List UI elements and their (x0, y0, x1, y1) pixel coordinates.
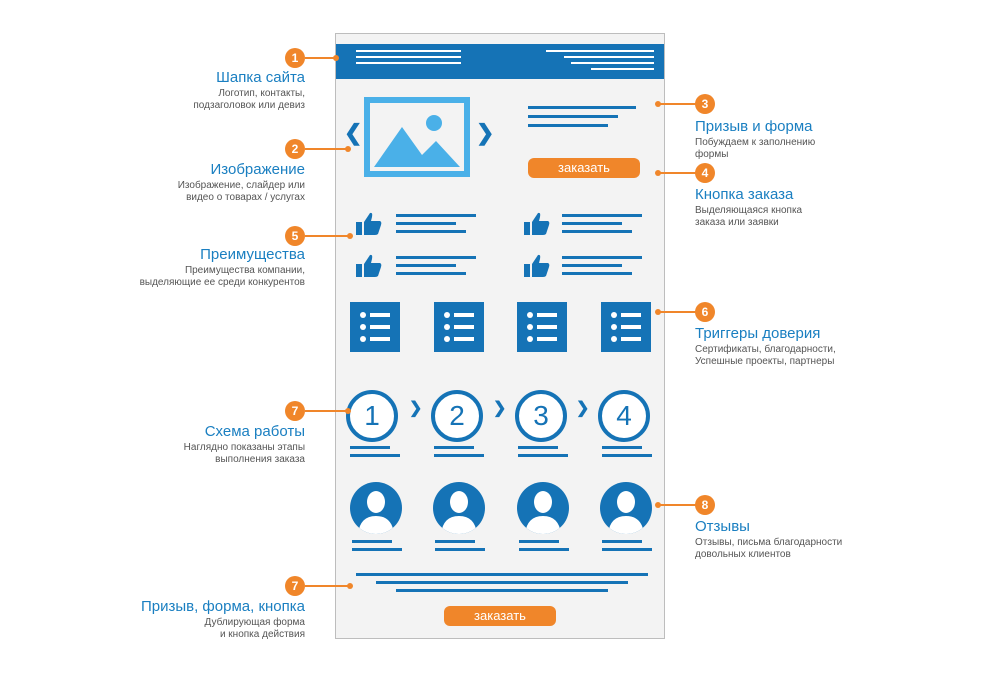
callout-badge-5: 5 (285, 226, 305, 246)
callout-desc: формы (695, 149, 729, 160)
callout-badge-4: 4 (695, 163, 715, 183)
callout-desc: Успешные проекты, партнеры (695, 356, 835, 367)
callout-badge-7-bottom: 7 (285, 576, 305, 596)
order-button-bottom[interactable]: заказать (444, 606, 556, 626)
callout-title-advantages: Преимущества (200, 246, 305, 263)
callout-desc: довольных клиентов (695, 549, 791, 560)
trust-document-icon (601, 302, 651, 352)
callout-desc: Наглядно показаны этапы (183, 442, 305, 453)
advantage-thumb-icon (524, 254, 550, 283)
callout-badge-1: 1 (285, 48, 305, 68)
callout-desc: и кнопка действия (219, 629, 305, 640)
callout-title-order: Кнопка заказа (695, 186, 794, 203)
callout-desc: Изображение, слайдер или (177, 180, 305, 191)
callout-desc: подзаголовок или девиз (193, 100, 305, 111)
callout-title-header: Шапка сайта (216, 69, 305, 86)
callout-title-cta: Призыв и форма (695, 118, 813, 135)
callout-desc: Дублирующая форма (204, 617, 305, 628)
callout-desc: Преимущества компании, (184, 265, 305, 276)
callout-title-reviews: Отзывы (695, 518, 750, 535)
callout-desc: выполнения заказа (215, 454, 305, 465)
callout-badge-3: 3 (695, 94, 715, 114)
callout-badge-7: 7 (285, 401, 305, 421)
slider-next-icon[interactable]: ❯ (476, 120, 495, 145)
reviewer-avatar (600, 482, 652, 534)
hero-image (364, 97, 470, 177)
wire-header (336, 44, 664, 79)
step-circle-3: 3 (515, 390, 567, 442)
trust-document-icon (434, 302, 484, 352)
callout-desc: Сертификаты, благодарности, (695, 344, 836, 355)
callout-title-image: Изображение (210, 161, 306, 178)
callout-desc: Побуждаем к заполнению (695, 137, 816, 148)
trust-document-icon (350, 302, 400, 352)
advantage-thumb-icon (524, 212, 550, 241)
advantage-thumb-icon (356, 254, 382, 283)
callout-badge-2: 2 (285, 139, 305, 159)
image-placeholder-icon (370, 103, 464, 171)
callout-title-final-cta: Призыв, форма, кнопка (140, 598, 305, 615)
callout-desc: Выделяющаяся кнопка (695, 205, 803, 216)
step-circle-4: 4 (598, 390, 650, 442)
callout-desc: Отзывы, письма благодарности (695, 537, 843, 548)
reviewer-avatar (517, 482, 569, 534)
step-arrow-icon: ❯ (493, 400, 507, 417)
advantage-thumb-icon (356, 212, 382, 241)
reviewer-avatar (350, 482, 402, 534)
callout-title-scheme: Схема работы (204, 423, 305, 440)
step-arrow-icon: ❯ (409, 400, 423, 417)
slider-prev-icon[interactable]: ❮ (344, 120, 363, 145)
callout-desc: выделяющие ее среди конкурентов (139, 277, 305, 288)
step-arrow-icon: ❯ (576, 400, 590, 417)
callout-badge-6: 6 (695, 302, 715, 322)
callout-desc: видео о товарах / услугах (186, 192, 305, 203)
callout-title-trust: Триггеры доверия (695, 325, 821, 342)
step-circle-1: 1 (346, 390, 398, 442)
trust-document-icon (517, 302, 567, 352)
callout-desc: заказа или заявки (695, 217, 779, 228)
reviewer-avatar (433, 482, 485, 534)
step-circle-2: 2 (431, 390, 483, 442)
landing-wireframe: ❮ ❯ заказать (335, 33, 665, 639)
callout-desc: Логотип, контакты, (218, 88, 305, 99)
callout-badge-8: 8 (695, 495, 715, 515)
order-button[interactable]: заказать (528, 158, 640, 178)
